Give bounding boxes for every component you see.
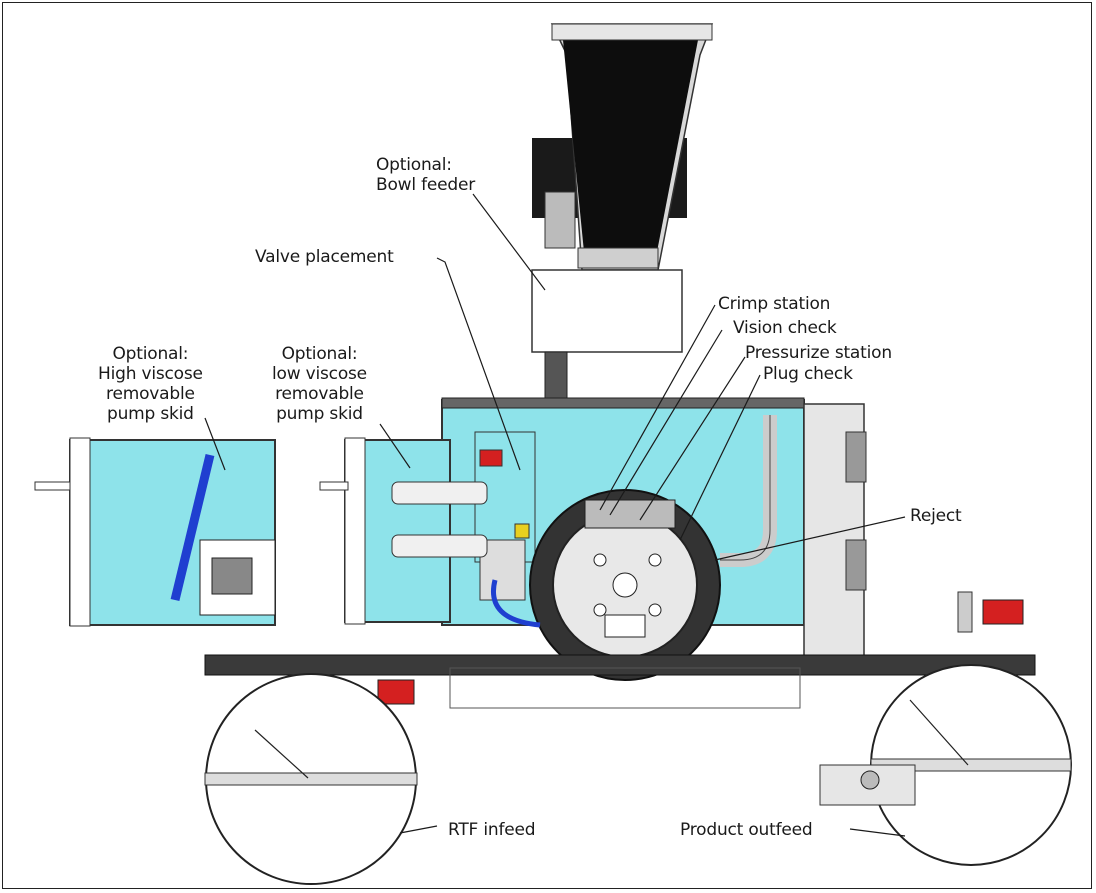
pressurize-station-label: Pressurize station: [745, 343, 892, 363]
conveyor: [204, 591, 1036, 709]
low-viscose-pump-skid: [319, 437, 541, 628]
valve-placement-label: Valve placement: [255, 247, 394, 267]
leader-lines: [204, 193, 906, 837]
reject-label: Reject: [910, 506, 962, 526]
rotary-dial: [529, 489, 721, 681]
crimp-station-label: Crimp station: [718, 294, 831, 314]
high-viscose-pump-skid: [34, 437, 276, 627]
product-outfeed-table: [819, 664, 1072, 866]
vision-check-label: Vision check: [733, 318, 837, 338]
bowl-feeder: [531, 23, 714, 413]
bowl-feeder-label: Optional: Bowl feeder: [376, 155, 476, 195]
high-viscose-label: Optional: High viscose removable pump sk…: [98, 344, 203, 424]
rtf-infeed-label: RTF infeed: [448, 820, 536, 840]
product-outfeed-label: Product outfeed: [680, 820, 813, 840]
rtf-infeed-table: [204, 673, 418, 885]
plug-check-label: Plug check: [763, 364, 853, 384]
low-viscose-label: Optional: low viscose removable pump ski…: [272, 344, 367, 424]
